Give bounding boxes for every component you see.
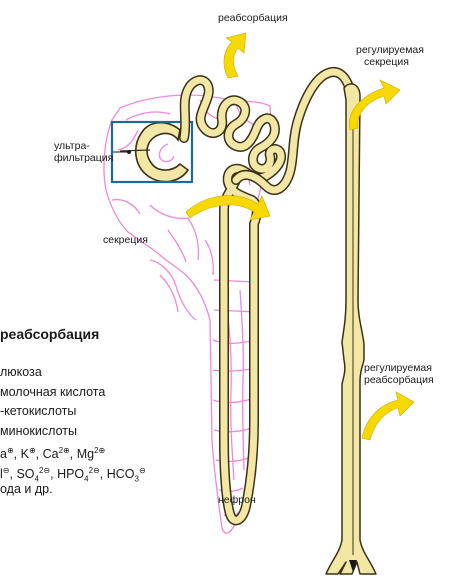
label-ultrafiltration-line1: ультра- xyxy=(54,140,90,152)
list-item-anions: l⊖, SO42⊖, HPO42⊖, HCO3⊖ xyxy=(0,461,146,481)
list-item: ода и др. xyxy=(0,480,146,500)
label-regulated-reabsorption-line1: регулируемая xyxy=(364,362,432,374)
nephron-tubule xyxy=(184,72,350,520)
label-regulated-reabsorption-line2: реабсорбация xyxy=(364,374,434,386)
collecting-duct xyxy=(326,84,376,574)
label-regulated-secretion-line2: секреция xyxy=(364,56,409,68)
label-nephron: нефрон xyxy=(218,494,256,506)
reabsorption-list-heading: реабсорбация xyxy=(0,326,99,342)
label-regulated-secretion-line1: регулируемая xyxy=(356,44,424,56)
label-secretion: секреция xyxy=(103,234,148,246)
list-item: минокислоты xyxy=(0,422,146,442)
list-item: молочная кислота xyxy=(0,383,146,403)
list-item: люкоза xyxy=(0,363,146,383)
label-ultrafiltration-line2: фильтрация xyxy=(54,152,113,164)
list-item-cations: a⊕, K⊕, Ca2⊕, Mg2⊕ xyxy=(0,441,146,461)
list-item: -кетокислоты xyxy=(0,402,146,422)
reabsorption-list: люкоза молочная кислота -кетокислоты мин… xyxy=(0,363,146,500)
label-reabsorption-top: реабсорбация xyxy=(218,12,288,24)
